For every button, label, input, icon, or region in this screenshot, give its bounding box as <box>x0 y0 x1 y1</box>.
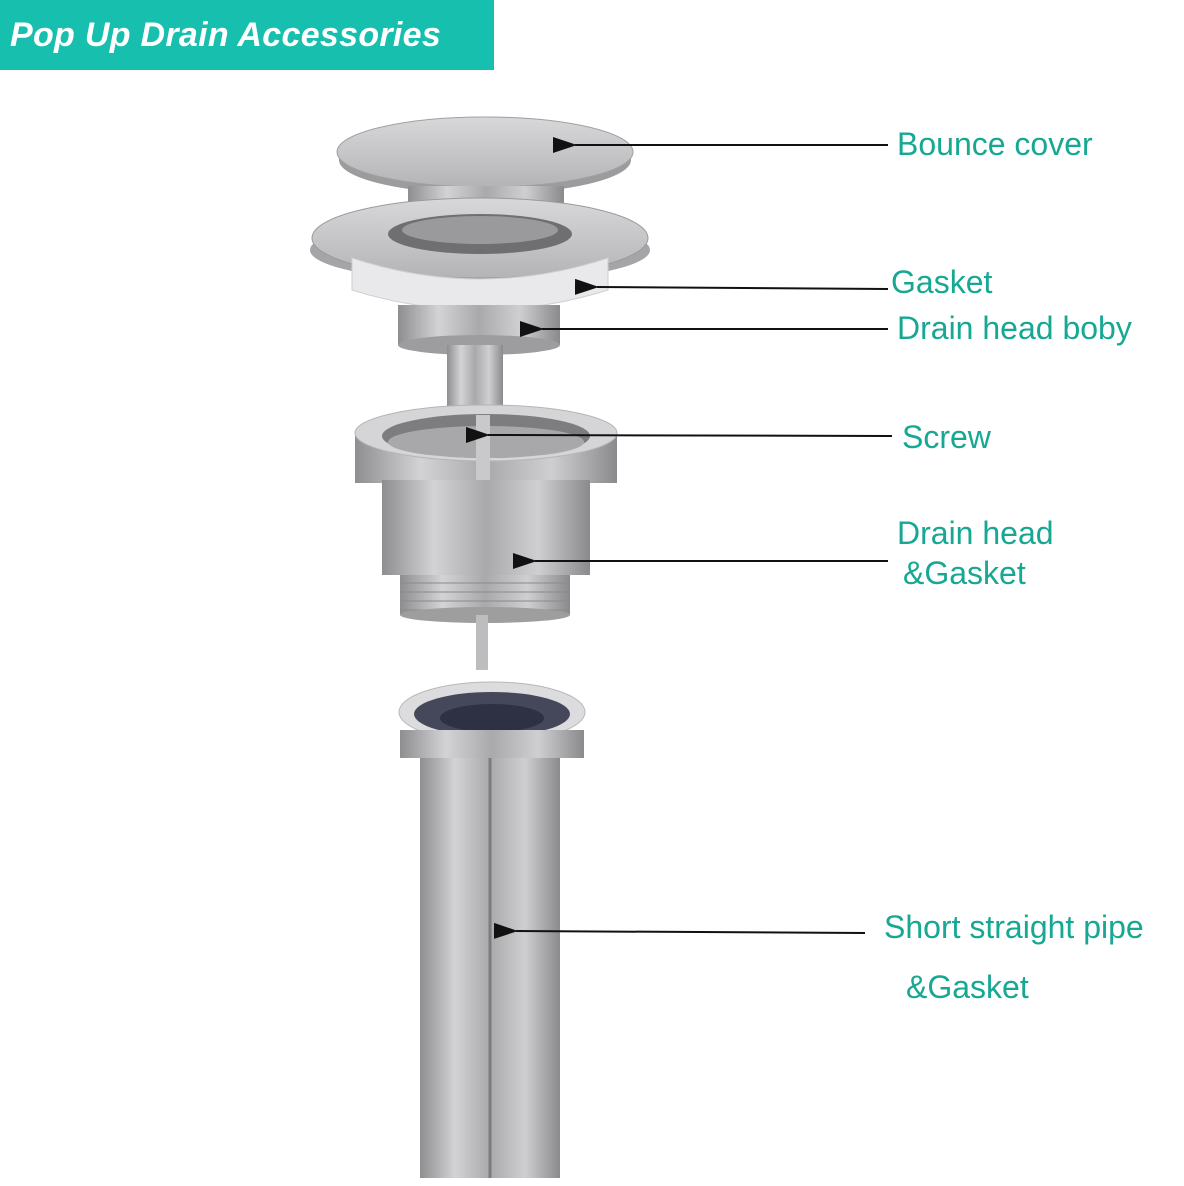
label-text: Drain head boby <box>897 310 1132 346</box>
label-short-straight-pipe: Short straight pipe &Gasket <box>884 909 1144 1005</box>
label-drain-head-gasket: Drain head &Gasket <box>897 515 1054 591</box>
bounce-cover-part <box>336 116 634 194</box>
page-title: Pop Up Drain Accessories <box>10 15 442 54</box>
arrow-screw <box>465 426 893 443</box>
label-text-line1: Drain head <box>897 515 1054 551</box>
label-text: Screw <box>902 419 991 455</box>
label-bounce-cover: Bounce cover <box>897 126 1093 162</box>
label-text-line2: &Gasket <box>903 555 1026 591</box>
label-gasket: Gasket <box>891 264 992 300</box>
label-text: Bounce cover <box>897 126 1093 162</box>
label-text-line2: &Gasket <box>906 969 1029 1005</box>
arrow-gasket <box>574 278 889 295</box>
title-banner: Pop Up Drain Accessories <box>0 0 494 70</box>
label-text: Gasket <box>891 264 993 300</box>
label-text-line1: Short straight pipe <box>884 909 1144 945</box>
label-drain-head-body: Drain head boby <box>897 310 1132 346</box>
arrow-short-pipe <box>493 922 866 939</box>
label-screw: Screw <box>902 419 991 455</box>
